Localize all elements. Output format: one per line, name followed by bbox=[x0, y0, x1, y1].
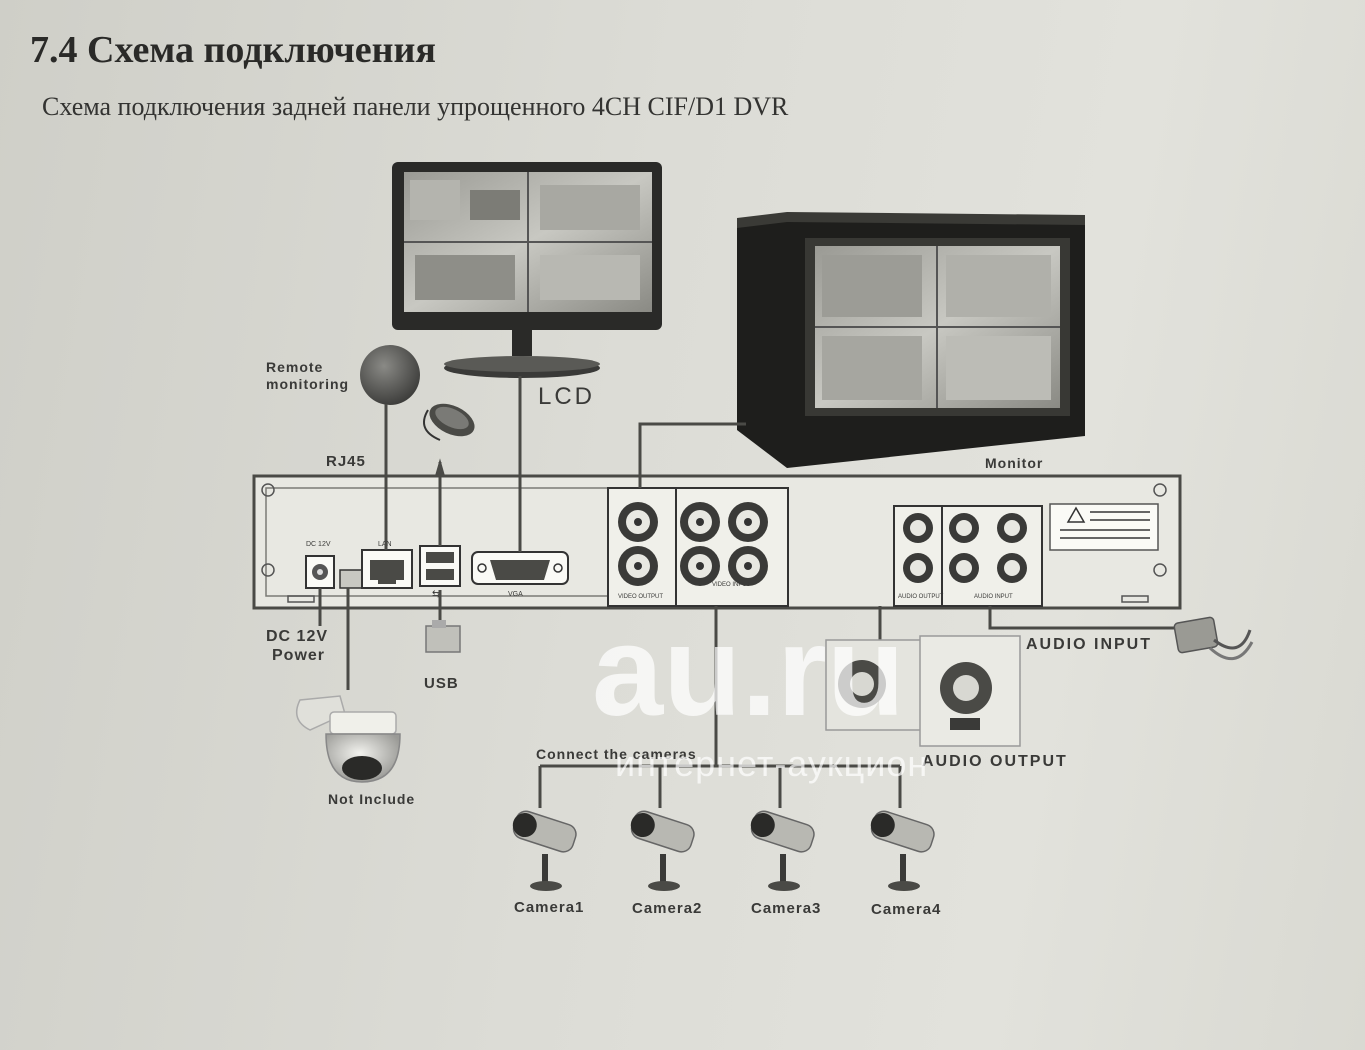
mouse-icon bbox=[423, 403, 475, 441]
lcd-monitor bbox=[392, 162, 662, 378]
audio-output-label: AUDIO OUTPUT bbox=[922, 753, 1068, 770]
not-include-label: Not Include bbox=[328, 791, 415, 807]
usb-ports bbox=[419, 545, 461, 587]
video-bnc-panel bbox=[607, 487, 789, 607]
camera3-icon bbox=[750, 810, 815, 891]
warning-label bbox=[1049, 503, 1159, 551]
speaker-icon bbox=[825, 635, 1021, 747]
camera2-label: Camera2 bbox=[632, 900, 702, 917]
dc12v-port-label: DC 12V bbox=[306, 541, 331, 548]
vga-port bbox=[471, 551, 569, 585]
crt-monitor bbox=[737, 212, 1085, 468]
video-output-port-label: VIDEO OUTPUT bbox=[618, 594, 663, 600]
audio-input-port-label: AUDIO INPUT bbox=[974, 594, 1013, 600]
watermark-tagline: интернет-аукцион bbox=[615, 743, 928, 784]
rj45-label: RJ45 bbox=[326, 453, 366, 470]
dc-power-label-line1: DC 12V bbox=[266, 628, 328, 645]
remote-monitoring-label-line2: monitoring bbox=[266, 376, 349, 392]
lcd-label: LCD bbox=[538, 383, 595, 410]
cables bbox=[318, 376, 1174, 808]
remote-monitoring-label-line1: Remote bbox=[266, 359, 323, 375]
audio-input-label: AUDIO INPUT bbox=[1026, 636, 1152, 653]
lan-port bbox=[361, 549, 413, 589]
watermark-logo: au.ru bbox=[592, 600, 905, 743]
camera3-label: Camera3 bbox=[751, 900, 821, 917]
dc12v-port bbox=[305, 555, 335, 589]
vga-port-label: VGA bbox=[508, 591, 523, 598]
monitor-label: Monitor bbox=[985, 455, 1043, 471]
diagram-subtitle: Схема подключения задней панели упрощенн… bbox=[42, 92, 789, 121]
camera4-icon bbox=[870, 810, 935, 891]
video-input-port-label: VIDEO INPUT bbox=[712, 582, 751, 588]
audio-rca-panel bbox=[893, 505, 1043, 607]
camera2-icon bbox=[630, 810, 695, 891]
section-title: 7.4 Схема подключения bbox=[30, 29, 436, 71]
globe-icon bbox=[360, 345, 420, 405]
audio-output-port-label: AUDIO OUTPUT bbox=[898, 594, 944, 600]
usb-symbol-icon: ⇆ bbox=[432, 589, 440, 600]
dc-power-label-line2: Power bbox=[272, 647, 325, 664]
ptz-dome-camera-icon bbox=[295, 695, 401, 783]
connect-cameras-label: Connect the cameras bbox=[536, 746, 697, 762]
camera1-label: Camera1 bbox=[514, 899, 584, 916]
camera1-icon bbox=[512, 810, 577, 891]
microphone-icon bbox=[1173, 616, 1254, 660]
usb-stick-icon bbox=[425, 620, 461, 653]
usb-label: USB bbox=[424, 675, 459, 692]
camera4-label: Camera4 bbox=[871, 901, 941, 918]
